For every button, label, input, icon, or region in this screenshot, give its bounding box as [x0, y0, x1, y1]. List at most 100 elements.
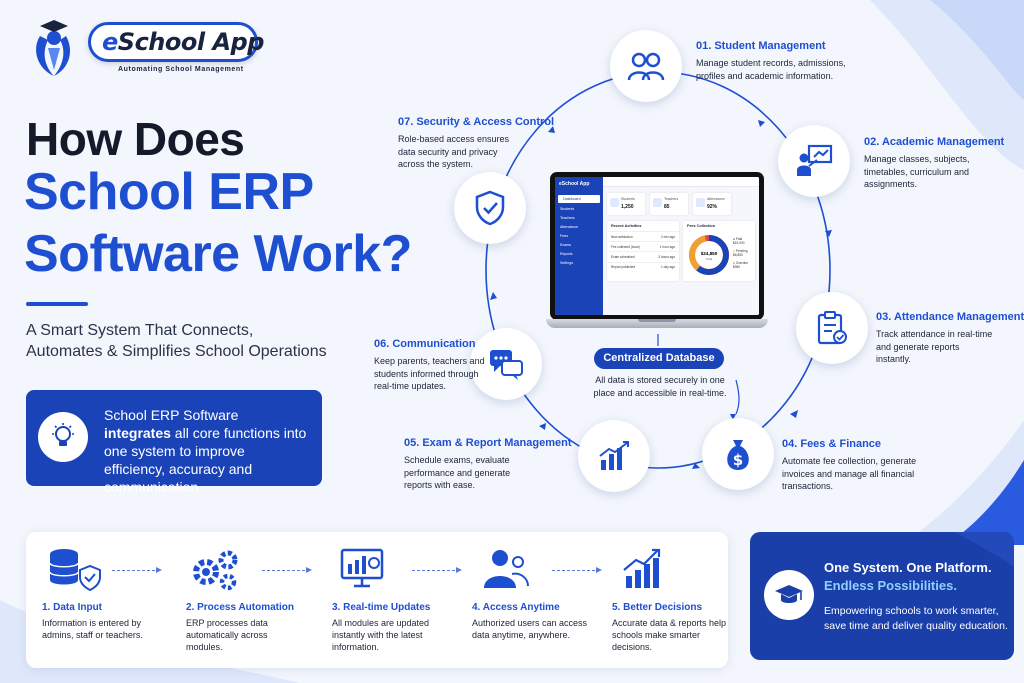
- gears-icon: [193, 550, 238, 591]
- nav-attendance[interactable]: Attendance: [560, 225, 579, 229]
- step-title: 5. Better Decisions: [612, 602, 703, 613]
- student-management-node: [610, 30, 682, 102]
- activities-title: Recent Activities: [611, 224, 642, 228]
- intro-pre: School ERP Software: [104, 407, 239, 423]
- headline-subtitle: A Smart System That Connects, Automates …: [26, 320, 346, 362]
- centralized-database-desc: All data is stored securely in one place…: [593, 375, 727, 398]
- step-title: 4. Access Anytime: [472, 602, 560, 613]
- dashboard-screen: eSchool App Dashboard Students Teachers …: [555, 177, 759, 315]
- outro-decor: [954, 532, 1014, 567]
- fees-legend-pending: ● Pending$6,850: [733, 249, 748, 257]
- logo-tagline: Automating School Management: [118, 66, 244, 73]
- logo-pill: [88, 22, 258, 62]
- stat-label: Attendance: [707, 197, 725, 201]
- stat-value: 85: [664, 204, 670, 210]
- users-icon: [627, 52, 665, 81]
- fees-total-label: Total: [706, 257, 713, 261]
- fees-title: Fees Collection: [687, 224, 716, 228]
- students-stat-icon: [610, 198, 619, 207]
- bar-chart-icon: [599, 441, 629, 470]
- nav-dashboard[interactable]: Dashboard: [558, 195, 600, 203]
- nav-teachers[interactable]: Teachers: [560, 216, 575, 220]
- module-title-1: 01. Student Management: [696, 40, 826, 52]
- fees-collection-panel: Fees Collection $24,850 Total ● Paid$15,…: [683, 221, 755, 281]
- stat-value: 1,250: [621, 204, 634, 210]
- process-flow-panel: 1. Data Input Information is entered by …: [26, 532, 728, 668]
- module-desc-2: Manage classes, subjects, timetables, cu…: [864, 154, 970, 189]
- exam-report-node: [578, 420, 650, 492]
- activity-time: 2 min ago: [661, 234, 675, 239]
- nav-settings[interactable]: Settings: [560, 261, 573, 265]
- flow-arrow: [552, 566, 602, 573]
- step-desc: Information is entered by admins, staff …: [42, 618, 143, 640]
- fees-finance-node: $: [702, 418, 774, 490]
- module-desc-7: Role-based access ensures data security …: [398, 134, 510, 169]
- module-desc-3: Track attendance in real-time and genera…: [876, 329, 993, 364]
- module-title-4: 04. Fees & Finance: [782, 438, 882, 450]
- logo-e: e: [102, 28, 118, 56]
- academic-management-node: [778, 125, 850, 197]
- stat-label: Teachers: [664, 197, 679, 201]
- activity-row: Exam scheduled 3 hours ago: [607, 251, 679, 261]
- centralized-database-label: Centralized Database: [594, 348, 724, 369]
- nav-exams[interactable]: Exams: [560, 243, 571, 247]
- headline-divider: [26, 302, 88, 306]
- database-shield-icon: [49, 549, 101, 592]
- fees-donut-chart: $24,850 Total: [689, 235, 729, 275]
- step-desc: All modules are updated instantly with t…: [332, 618, 430, 652]
- module-title-6: 06. Communication: [374, 338, 476, 350]
- user-group-icon: [484, 550, 529, 588]
- module-title-2: 02. Academic Management: [864, 136, 1005, 148]
- logo-name: School App: [117, 28, 265, 56]
- step-title: 1. Data Input: [42, 602, 103, 613]
- dashboard-topbar: [603, 177, 759, 187]
- shield-check-icon: [475, 190, 505, 226]
- communication-node: [470, 328, 542, 400]
- activity-time: 3 hours ago: [658, 254, 675, 259]
- logo-text: eSchool App: [102, 28, 264, 56]
- activity-row: Fee collected (book)1 hour ago: [607, 241, 679, 251]
- stat-card-teachers: Teachers 85: [650, 193, 688, 215]
- logo: eSchool App Automating School Management: [26, 14, 276, 86]
- step-desc: ERP processes data automatically across …: [186, 618, 268, 652]
- growth-chart-icon: [623, 548, 661, 588]
- intro-bold: integrates: [104, 425, 171, 441]
- module-desc-6: Keep parents, teachers and students info…: [374, 356, 485, 391]
- step-desc: Authorized users can access data anytime…: [472, 618, 588, 640]
- activity-time: 1 hour ago: [659, 244, 675, 249]
- clipboard-check-icon: [817, 311, 847, 345]
- nav-fees[interactable]: Fees: [560, 234, 568, 238]
- activity-text: Report published: [611, 265, 636, 270]
- subtitle-line-2: Automates & Simplifies School Operations: [26, 343, 327, 360]
- module-desc-1: Manage student records, admissions, prof…: [696, 58, 846, 81]
- legend-label: Paid: [735, 237, 743, 241]
- teachers-stat-icon: [653, 198, 662, 207]
- step-title: 3. Real-time Updates: [332, 602, 431, 613]
- fees-legend-overdue: ● Overdue$950: [733, 261, 749, 269]
- intro-box: School ERP Software integrates all core …: [26, 390, 322, 495]
- intro-post: all core functions into one system to im…: [104, 425, 307, 495]
- attendance-management-node: [796, 292, 868, 364]
- nav-students[interactable]: Students: [560, 207, 575, 211]
- flow-arrow: [262, 566, 312, 573]
- graduate-figure-icon: [36, 20, 70, 76]
- svg-text:$: $: [733, 451, 743, 469]
- legend-value: $6,850: [733, 253, 743, 257]
- legend-value: $15,000: [733, 241, 745, 245]
- teacher-board-icon: [797, 144, 833, 176]
- step-title: 2. Process Automation: [186, 602, 294, 613]
- nav-reports[interactable]: Reports: [560, 252, 573, 256]
- dashboard-brand: eSchool App: [559, 181, 590, 187]
- intro-text: School ERP Software integrates all core …: [104, 406, 309, 496]
- graduation-cap-icon: [764, 570, 814, 620]
- module-title-3: 03. Attendance Management: [876, 311, 1024, 323]
- headline-line-1: How Does: [26, 113, 245, 165]
- lightbulb-icon: [38, 412, 88, 462]
- legend-label: Pending: [735, 249, 748, 253]
- activity-text: Exam scheduled: [611, 254, 635, 259]
